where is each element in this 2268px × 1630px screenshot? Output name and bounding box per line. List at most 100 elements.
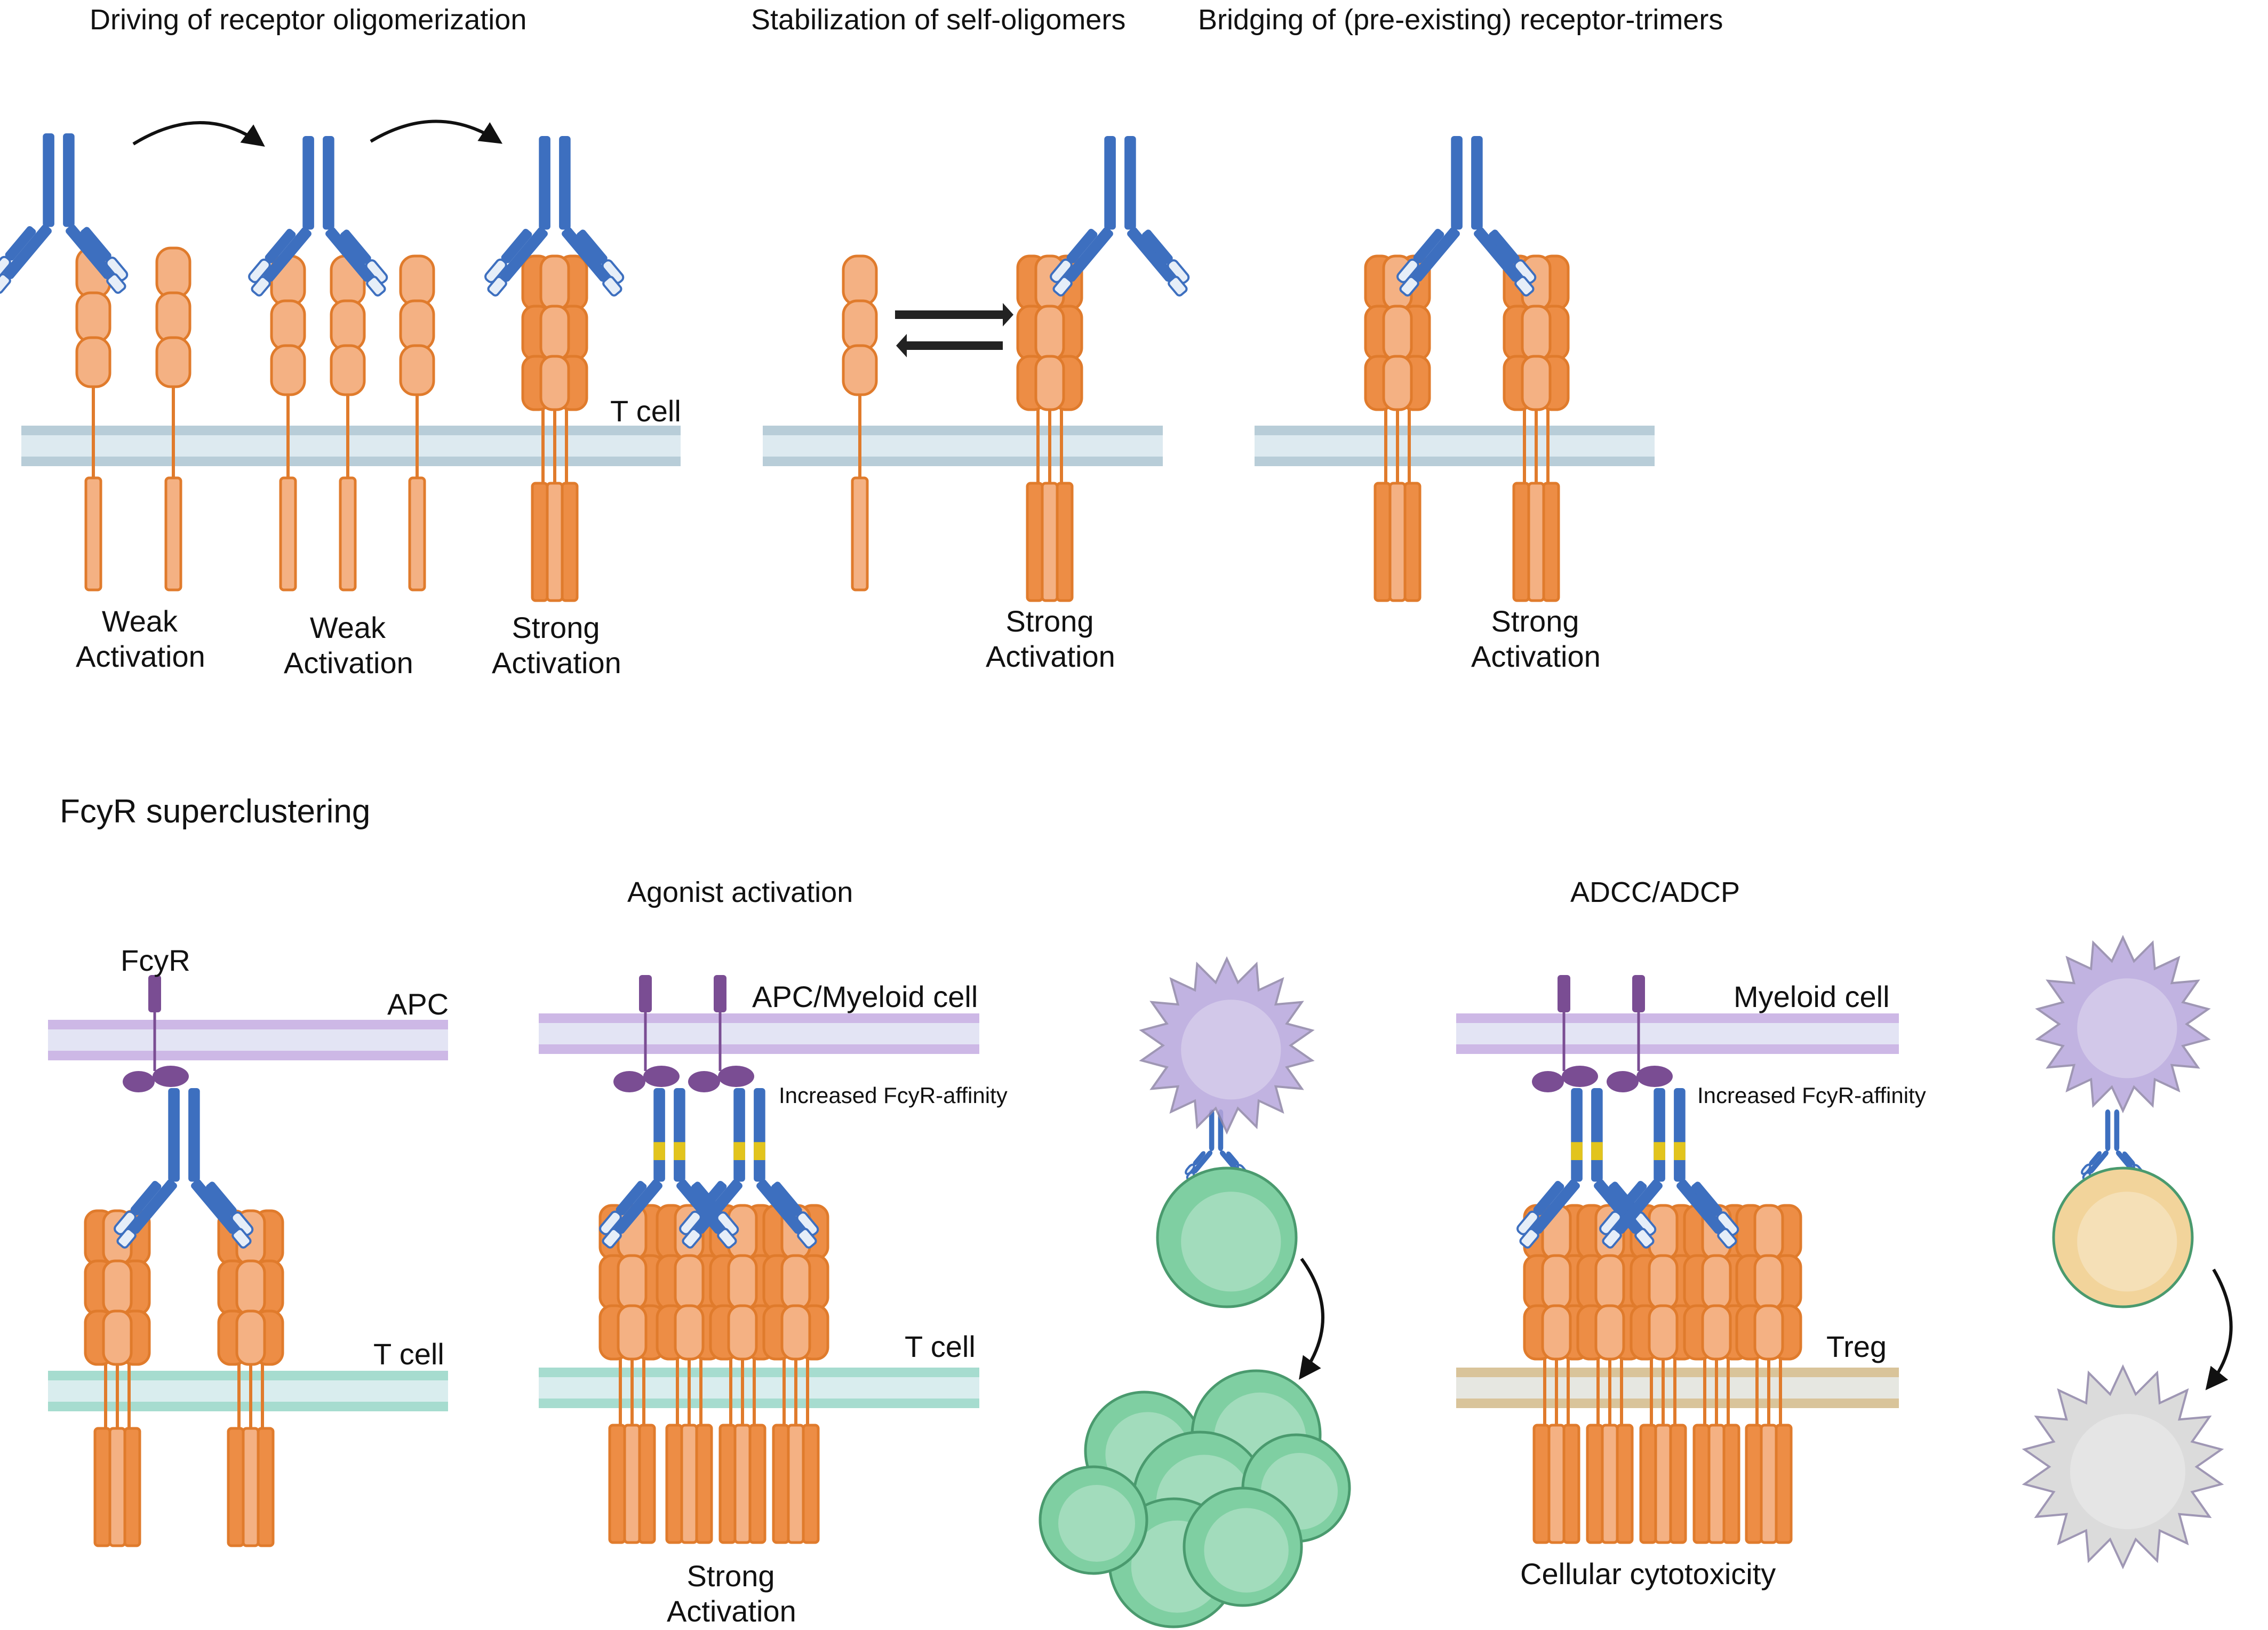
antibody-variable-tip: [487, 276, 507, 297]
receptor-tail: [546, 482, 564, 602]
membrane-apc-myeloid: [539, 1013, 979, 1054]
receptor-tail: [1616, 1424, 1634, 1544]
equilibrium-forward-arrow: [895, 303, 1013, 326]
receptor-domain: [674, 1254, 705, 1311]
arrow-step-2: [370, 119, 503, 144]
antibody-heavy-chain: [1474, 227, 1522, 282]
arrow-killing: [2205, 1268, 2233, 1391]
antibody-heavy-chain: [129, 1179, 177, 1234]
receptors-layer: [75, 246, 1802, 1547]
cell-membrane: [1139, 956, 1315, 1135]
label-increased-affinity-2: Increased FcyR-affinity: [1697, 1083, 1926, 1108]
membrane-inner: [1255, 435, 1655, 457]
antibody-light-chain: [1488, 229, 1520, 264]
antibody-heavy-chain: [1127, 227, 1175, 282]
title-agonist-activation: Agonist activation: [627, 876, 853, 908]
receptor-tail: [1041, 482, 1059, 602]
antibody-heavy-chain: [500, 227, 548, 282]
cell-nucleus: [1058, 1485, 1135, 1562]
arrow-step-1: [132, 121, 265, 147]
antibody-variable-tip: [796, 1211, 819, 1236]
receptor-tail: [108, 1427, 126, 1547]
receptor-tail: [1056, 482, 1074, 602]
antibody-variable-tip: [1519, 1228, 1539, 1249]
receptor-tail: [531, 482, 549, 602]
antibody-fab-arm: [1050, 227, 1113, 297]
receptor-tail: [257, 1427, 275, 1547]
antibody-fab-arm: [599, 1179, 662, 1249]
antibodies-layer: [0, 133, 2144, 1249]
antibody-fab-arm: [0, 225, 52, 294]
antibody-heavy-chain: [1532, 1179, 1580, 1234]
antibody-variable-tip: [366, 276, 386, 297]
receptor-domain: [617, 1304, 648, 1361]
antibody-fab-arm: [1676, 1179, 1739, 1249]
receptor-tail: [623, 1424, 641, 1544]
antibody-variable-tip: [1399, 276, 1419, 297]
receptor-tail: [1707, 1424, 1726, 1544]
receptor-domain: [1541, 1304, 1572, 1361]
antibody-fc-heavy: [302, 136, 314, 230]
antibody-light-chain: [501, 229, 532, 263]
antibody-heavy-chain: [614, 1179, 662, 1234]
receptor-tail: [1527, 482, 1545, 602]
fcyr-receptor-head: [148, 975, 161, 1012]
receptor-tail: [1388, 482, 1407, 602]
antibody-fc-heavy: [1124, 136, 1136, 230]
antibody-heavy-chain: [263, 227, 312, 282]
receptor-tail: [1512, 482, 1530, 602]
receptor-tail: [339, 476, 357, 592]
receptor-tail: [1542, 482, 1560, 602]
receptor-trimer-cluster-2: [656, 1204, 723, 1544]
receptor-tail: [1760, 1424, 1778, 1544]
receptor-tail: [408, 476, 426, 592]
antibody-hinge-mutation: [733, 1142, 745, 1160]
cell-membrane: [2052, 1166, 2194, 1308]
antibody-variable-tip: [599, 1210, 622, 1235]
membrane-inner: [539, 1377, 979, 1399]
receptor-domain: [235, 1309, 266, 1366]
antibody-fc-heavy: [323, 136, 334, 230]
membrane-label-treg: Treg: [1826, 1330, 1887, 1363]
antibody-variable-tip: [1599, 1210, 1622, 1235]
receptor-domain: [780, 1254, 811, 1311]
antibody-heavy-chain: [562, 227, 610, 282]
label-weak-activation-1: Weak Activation: [76, 604, 205, 673]
receptor-domain: [617, 1254, 648, 1311]
receptor-monomer: [842, 254, 878, 592]
antibody-fab-arm: [756, 1179, 819, 1249]
fcyr-binding-lobe: [1636, 1066, 1673, 1087]
antibody-6: [114, 1088, 254, 1249]
antibody-heavy-chain: [1412, 227, 1460, 282]
antibody-variable-tip: [116, 1228, 137, 1249]
antibody-light-chain: [205, 1181, 237, 1216]
antibody-variable-tip: [248, 258, 271, 283]
antibody-fab-arm: [679, 1179, 742, 1249]
cell-tcell-expanded: [1039, 1465, 1148, 1575]
cells-layer: [1039, 934, 2224, 1628]
antibody-variable-tip: [1168, 276, 1188, 297]
receptor-trimer-treg-3: [1630, 1204, 1697, 1544]
antibody-2: [248, 136, 388, 297]
membrane-label-tcell-middle: T cell: [905, 1330, 976, 1363]
membrane-tcell-1: [21, 426, 681, 466]
receptor-domain: [1648, 1254, 1679, 1311]
antibody-fab-arm: [191, 1179, 254, 1249]
receptor-trimer-treg-2: [1576, 1204, 1643, 1544]
antibody-fab-arm: [1127, 227, 1190, 297]
membrane-inner: [48, 1029, 448, 1051]
receptor-domain: [1382, 355, 1413, 411]
antibody-light-chain: [1691, 1181, 1722, 1216]
receptor-domain: [1753, 1304, 1784, 1361]
cell-myeloid: [2035, 934, 2211, 1114]
label-cellular-cytotoxicity: Cellular cytotoxicity: [1520, 1557, 1776, 1591]
receptor-tail: [1669, 1424, 1687, 1544]
antibody-variable-tip: [1602, 1228, 1622, 1249]
antibody-heavy-chain: [2088, 1150, 2109, 1174]
receptor-domain: [399, 254, 435, 307]
receptor-tail: [1562, 1424, 1580, 1544]
receptor-monomer: [399, 254, 435, 592]
receptor-tail: [695, 1424, 713, 1544]
receptor-tail: [123, 1427, 141, 1547]
antibody-variable-tip: [231, 1228, 252, 1249]
